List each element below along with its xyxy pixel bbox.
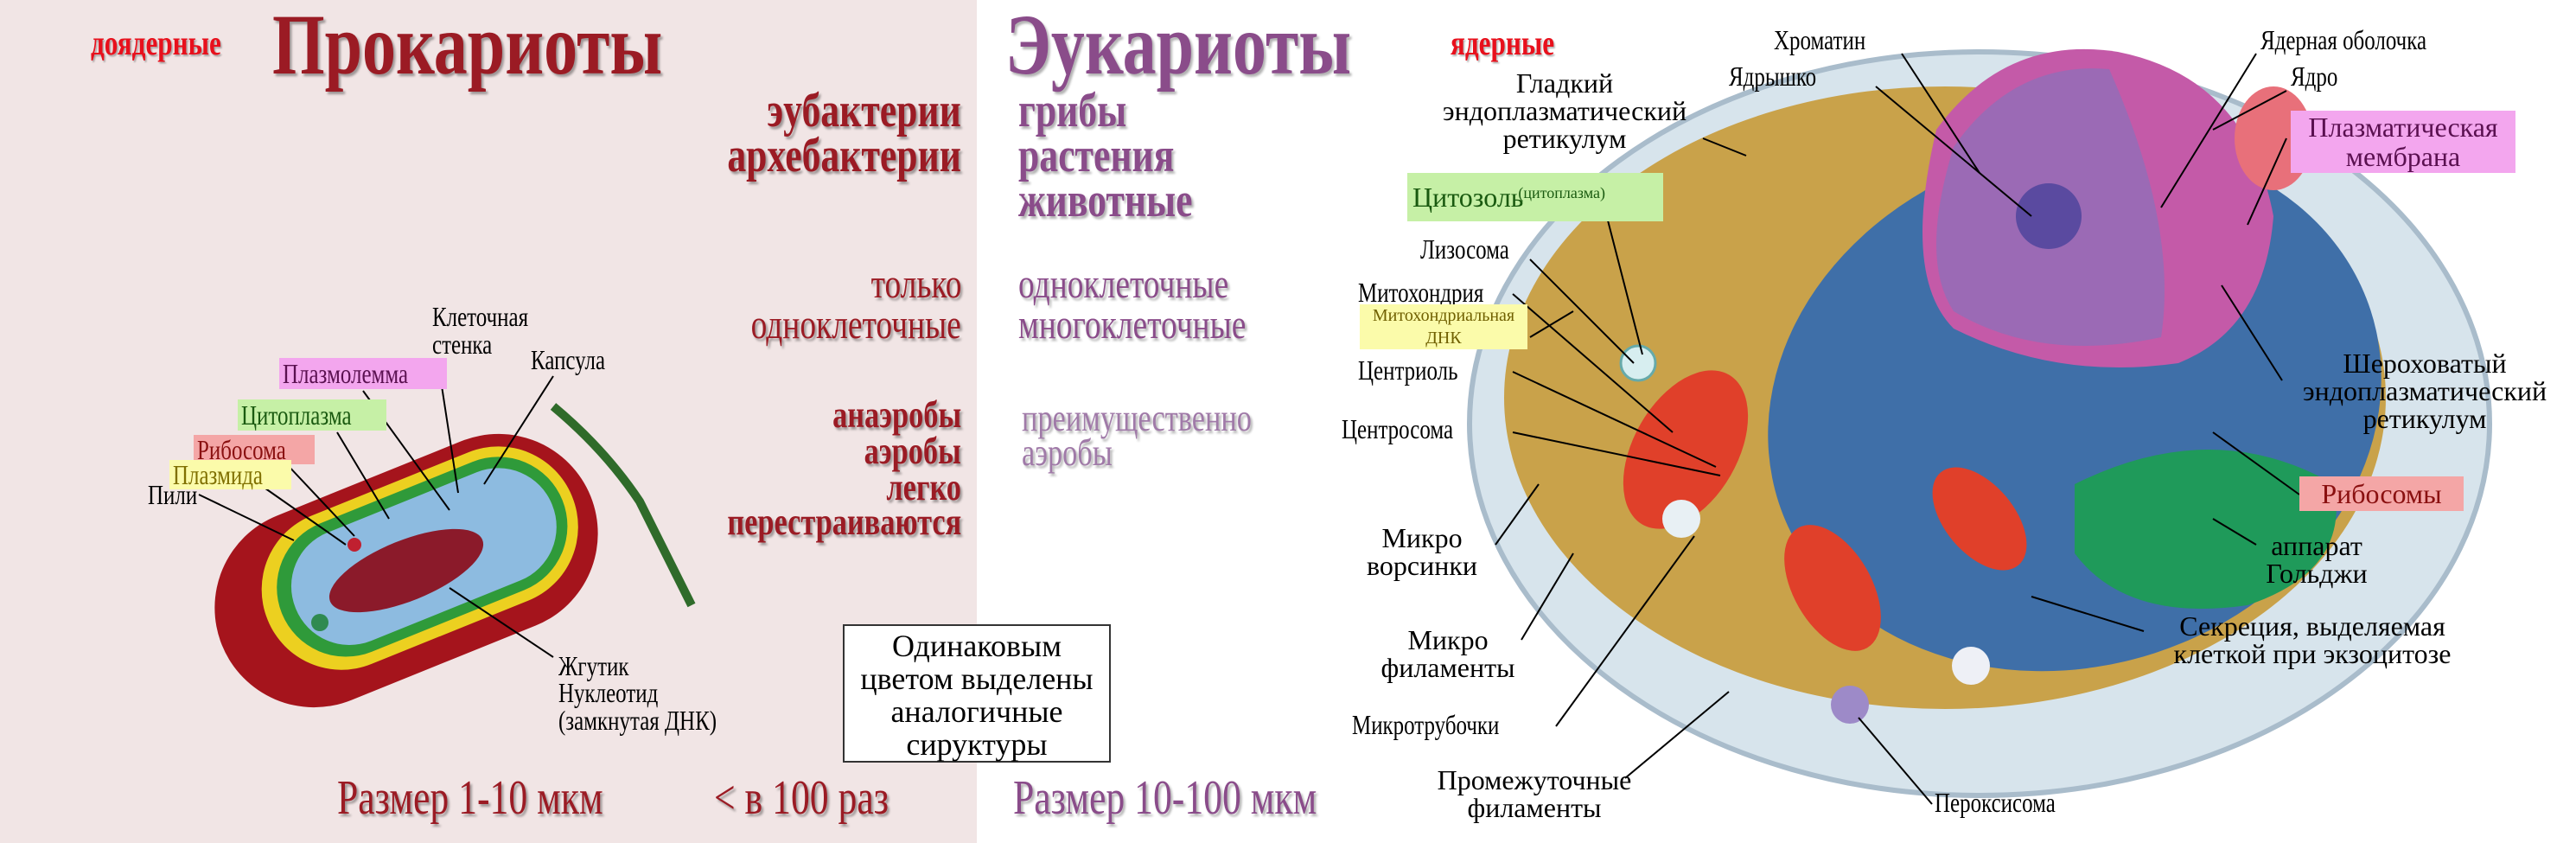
vesicle-shape	[1662, 500, 1700, 538]
prokaryote-cellularity-2: одноклеточные	[750, 302, 961, 348]
eukaryote-cellularity-1: одноклеточные	[1018, 261, 1229, 307]
prokaryote-respiration-1: анаэробы	[832, 393, 961, 436]
label-cytosol: Цитозоль(цитоплазма)	[1407, 173, 1663, 221]
label-centriole: Центриоль	[1358, 354, 1458, 386]
prokaryotes-prefix: доядерные	[91, 23, 221, 62]
plasmid-shape	[348, 538, 361, 552]
label-plasmid: Плазмида	[169, 460, 292, 489]
label-capsule: Капсула	[531, 344, 606, 375]
label-nucleolus: Ядрышко	[1729, 61, 1817, 92]
nucleolus-shape	[2016, 183, 2082, 249]
prokaryote-respiration-2: аэробы	[864, 430, 961, 472]
prokaryote-panel-background	[0, 0, 977, 843]
label-microtubules: Микротрубочки	[1352, 709, 1500, 740]
eukaryote-respiration-1: преимущественно	[1022, 397, 1252, 439]
label-peroxisome: Пероксисома	[1935, 787, 2056, 818]
ribosome-shape	[311, 614, 328, 631]
prokaryote-cellularity-1: только	[870, 261, 961, 307]
label-flagellum: Жгутик	[558, 650, 629, 681]
label-pili: Пили	[148, 479, 198, 510]
prokaryote-respiration-4: перестраиваются	[727, 501, 961, 543]
prokaryote-respiration-3: легко	[886, 466, 961, 508]
prokaryote-group-1: эубактерии	[767, 84, 961, 137]
bacterium-leader-lines	[198, 375, 554, 658]
lysosome-shape	[1619, 344, 1657, 382]
cell-leader-lines	[1495, 53, 2300, 805]
label-chromatin: Хроматин	[1774, 24, 1866, 55]
note-line: аналогичные	[890, 694, 1063, 729]
golgi-shape	[2075, 450, 2337, 609]
peroxisome-shape	[1831, 686, 1869, 724]
label-centrosome: Центросома	[1342, 413, 1454, 444]
label-nucleoid: Нуклеотид	[558, 677, 659, 708]
label-nucleus: Ядро	[2291, 61, 2338, 92]
label-cytoplasm: Цитоплазма	[238, 399, 386, 431]
mitochondrion-shape	[1784, 525, 1881, 651]
nucleoid-shape	[328, 528, 484, 613]
vesicle-shape	[1952, 647, 1990, 685]
eukaryote-cellularity-2: многоклеточные	[1018, 302, 1247, 348]
label-plasmalemma: Плазмолемма	[279, 358, 447, 389]
mitochondrion-shape	[1932, 467, 2027, 571]
label-lysosome: Лизосома	[1420, 233, 1509, 265]
label-nuclear-envelope: Ядерная оболочка	[2260, 24, 2427, 55]
prokaryotes-title: Прокариоты	[272, 0, 663, 93]
eukaryote-group-1: грибы	[1018, 84, 1127, 137]
bacterium-diagram	[214, 403, 696, 708]
label-circular-dna: (замкнутая ДНК)	[558, 705, 717, 736]
mitochondrion-shape	[1623, 370, 1749, 529]
eukaryote-group-2: растения	[1018, 129, 1175, 182]
eukaryotic-cell-diagram	[1467, 48, 2492, 798]
flagellum-shape	[550, 403, 696, 608]
label-ribosomes: Рибосомы	[2299, 476, 2464, 511]
eukaryote-group-3: животные	[1018, 174, 1193, 227]
prokaryote-size: Размер 1-10 мкм	[337, 771, 603, 825]
eukaryote-size: Размер 10-100 мкм	[1013, 771, 1317, 825]
eukaryote-respiration-2: аэробы	[1022, 431, 1113, 474]
label-mitochondrion: Митохондрия	[1358, 277, 1484, 308]
prokaryote-group-2: архебактерии	[727, 129, 961, 182]
eukaryotes-title: Эукариоты	[1005, 0, 1352, 93]
label-ribosome: Рибосома	[194, 435, 315, 464]
note-line: сируктуры	[906, 727, 1048, 762]
size-comparison: < в 100 раз	[714, 771, 889, 825]
legend-note-box: Одинаковым цветом выделены аналогичные с…	[843, 624, 1111, 763]
eukaryotes-suffix: ядерные	[1451, 23, 1555, 62]
note-line: цветом выделены	[860, 661, 1094, 696]
note-line: Одинаковым	[892, 629, 1062, 663]
